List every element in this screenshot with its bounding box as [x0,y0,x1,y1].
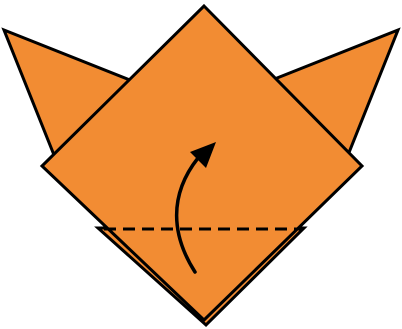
origami-diagram [0,0,402,329]
origami-diagram-canvas [0,0,402,329]
